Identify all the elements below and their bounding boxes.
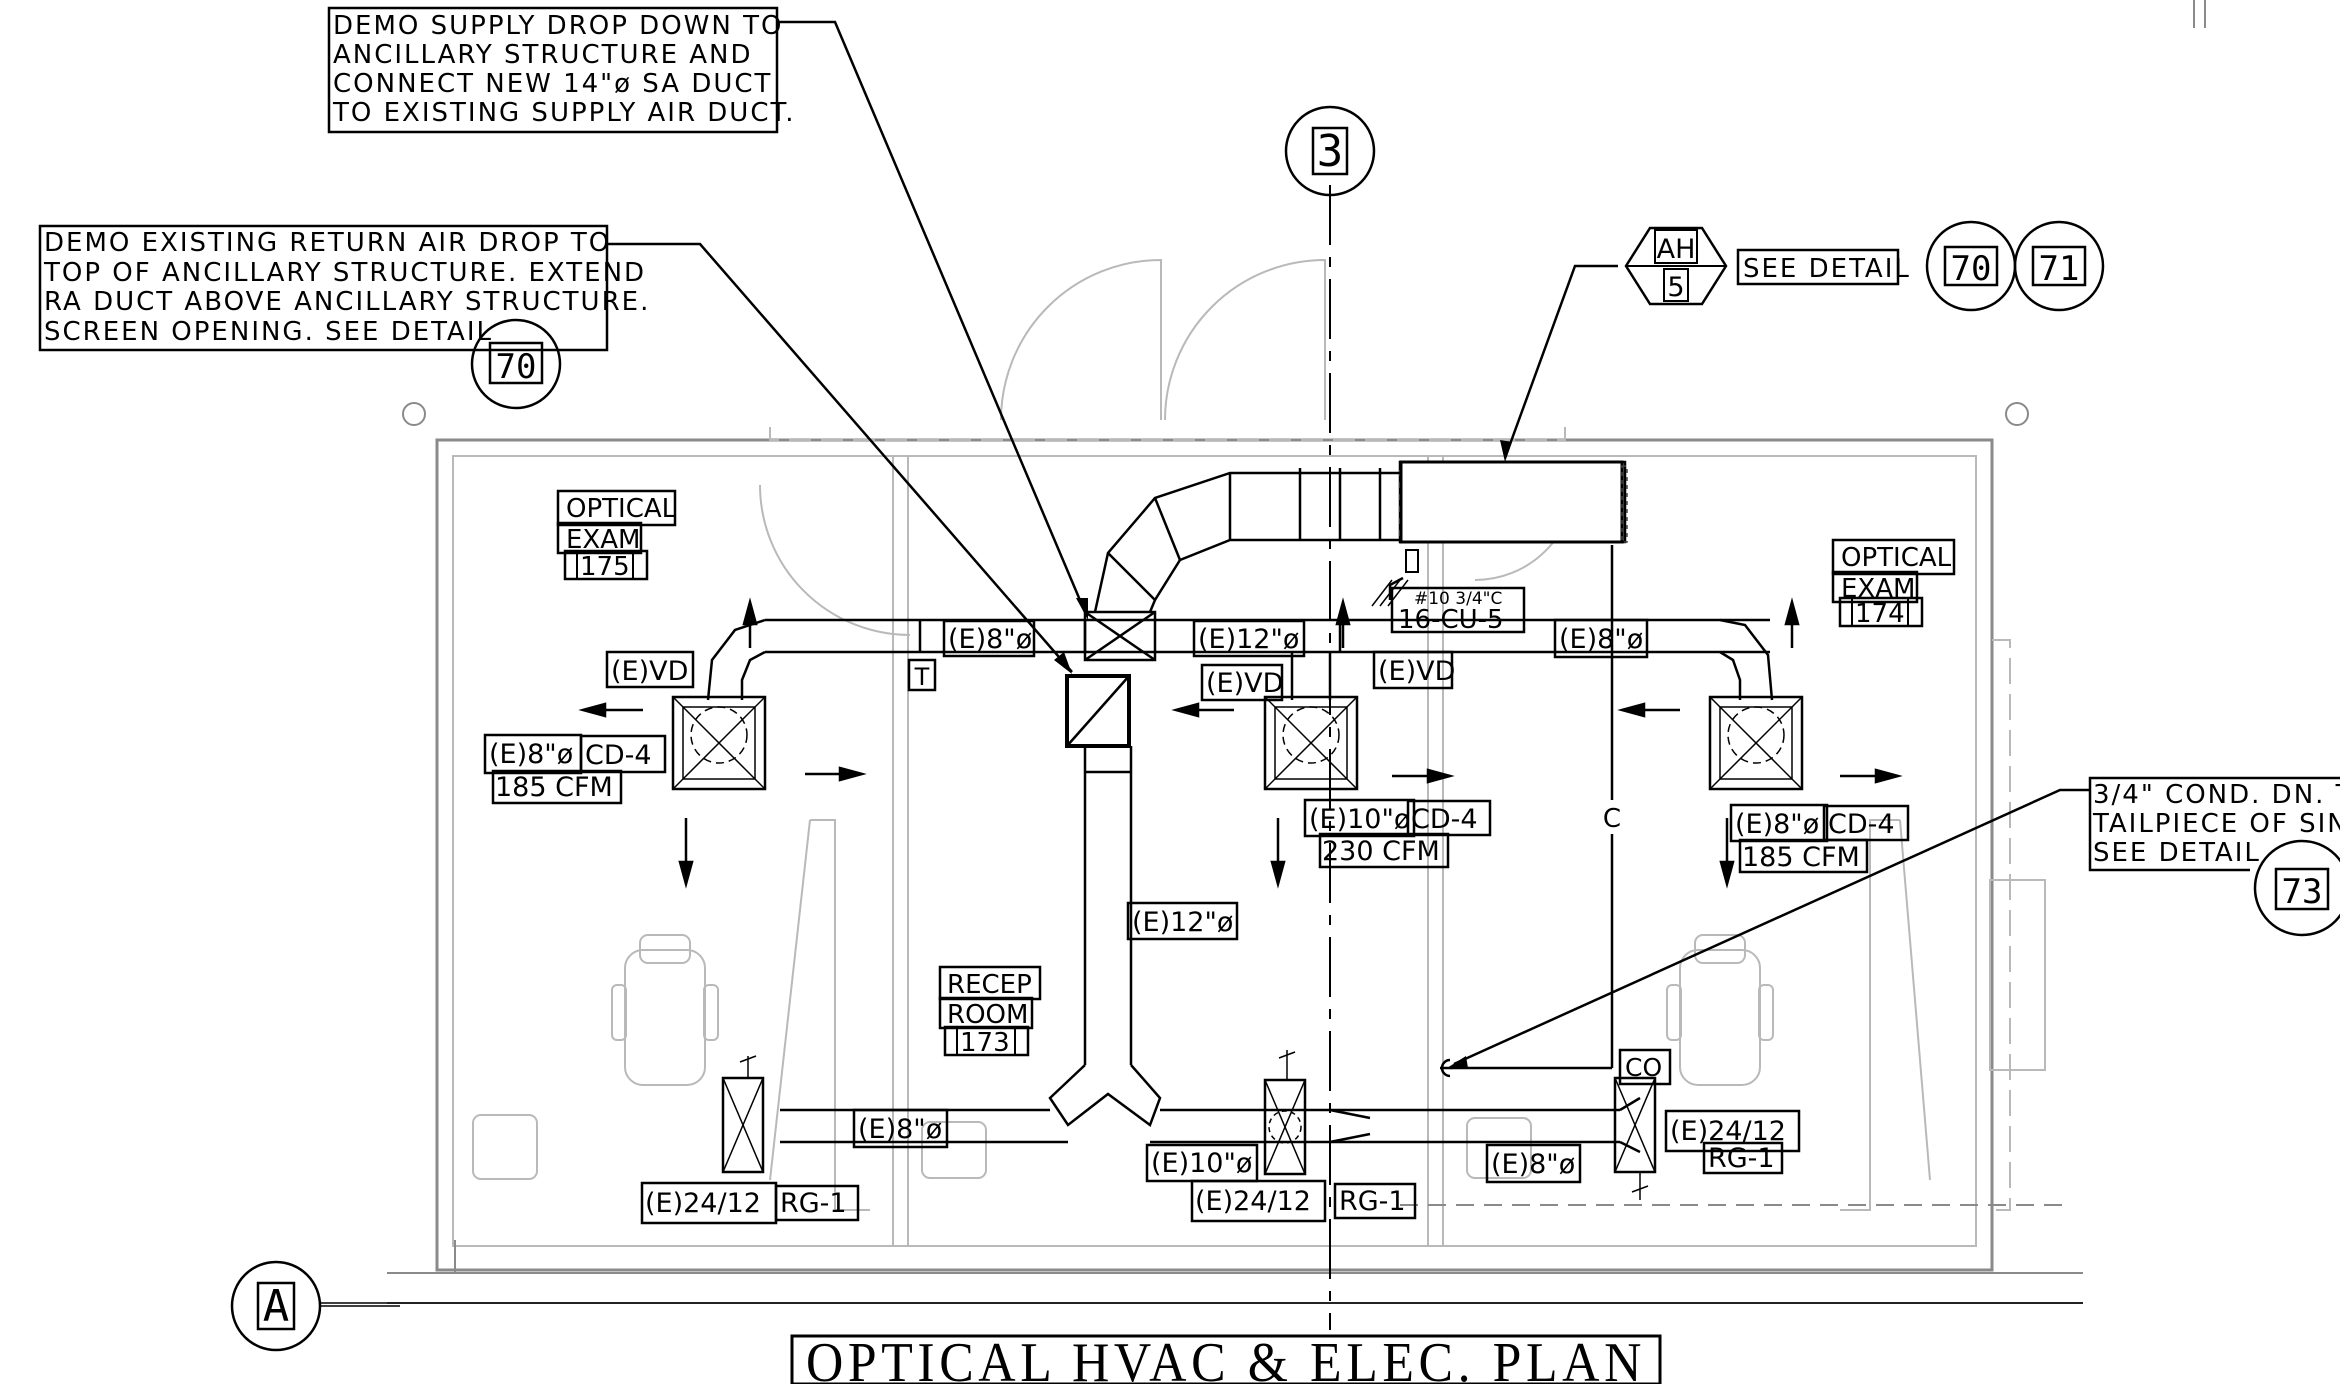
ah-tag-label: AH	[1657, 234, 1696, 265]
detail-ref-70-b: 70	[1951, 249, 1992, 289]
note-supply-drop: DEMO SUPPLY DROP DOWN TO ANCILLARY STRUC…	[327, 6, 796, 134]
duct-tags: (E)8"ø (E)12"ø (E)8"ø (E)VD (E)VD (E)VD …	[605, 618, 1672, 1184]
architectural-background	[387, 258, 2083, 1304]
leader-arrowheads	[1054, 440, 1512, 1068]
diffuser-tag-center: (E)10"ø CD-4 230 CFM	[1303, 798, 1492, 869]
room-173-number: 173	[960, 1028, 1010, 1058]
grille-right	[1613, 1076, 1657, 1200]
tag-center-12: (E)12"ø	[1132, 907, 1233, 938]
grid-lines	[320, 185, 2083, 1330]
sheet-title: OPTICAL HVAC & ELEC. PLAN	[790, 1332, 1662, 1384]
grille-left-type: RG-1	[780, 1188, 847, 1219]
grille-tag-left: (E)24/12 RG-1	[640, 1181, 860, 1225]
diffuser-left-type: CD-4	[585, 740, 652, 771]
diffuser-center-size: (E)10"ø	[1309, 804, 1410, 835]
note-condensate-line-2: TAILPIECE OF SINK	[2092, 809, 2340, 839]
leader-lines	[607, 20, 2090, 1066]
detail-ref-71: 71	[2039, 249, 2080, 289]
diffuser-right-size: (E)8"ø	[1735, 809, 1819, 840]
diffuser-left	[671, 695, 767, 791]
room-173-name-1: RECEP	[947, 970, 1032, 1000]
air-handler-tag: AH 5 SEE DETAIL 70 71 #10 3/4"C 16-CU-5	[1390, 220, 2105, 635]
diffuser-tag-right: (E)8"ø CD-4 185 CFM	[1729, 803, 1910, 874]
note-condensate: 3/4" COND. DN. T TAILPIECE OF SINK SEE D…	[2088, 776, 2340, 937]
diffuser-center-type: CD-4	[1411, 804, 1478, 835]
ceiling-diffusers	[671, 695, 1804, 791]
room-tag-174: OPTICAL EXAM 174	[1831, 538, 1956, 629]
room-175-number: 175	[580, 552, 630, 582]
grille-center	[1263, 1050, 1307, 1176]
note-return-drop-line-1: DEMO EXISTING RETURN AIR DROP TO	[44, 228, 611, 258]
note-supply-drop-line-3: CONNECT NEW 14"ø SA DUCT	[333, 69, 772, 99]
diffuser-left-cfm: 185 CFM	[495, 772, 613, 803]
cond-line-label: C	[1603, 804, 1621, 834]
tag-return-left-8: (E)8"ø	[858, 1114, 942, 1145]
grille-center-type: RG-1	[1339, 1186, 1406, 1217]
detail-ref-73: 73	[2282, 872, 2323, 912]
grille-left-size: (E)24/12	[645, 1188, 761, 1219]
sheet-title-label: OPTICAL HVAC & ELEC. PLAN	[806, 1332, 1646, 1384]
tag-left-8: (E)8"ø	[948, 624, 1032, 655]
room-174-number: 174	[1855, 599, 1905, 629]
note-supply-drop-line-4: TO EXISTING SUPPLY AIR DUCT.	[332, 98, 796, 128]
room-174-name-1: OPTICAL	[1841, 543, 1952, 573]
detail-ref-70-a: 70	[496, 347, 537, 387]
diffuser-right	[1708, 695, 1804, 791]
diffuser-center	[1263, 695, 1359, 791]
diffuser-right-type: CD-4	[1828, 809, 1895, 840]
tag-right-8: (E)8"ø	[1559, 624, 1643, 655]
airflow-arrows	[578, 597, 1903, 889]
room-tag-173: RECEP ROOM 173	[938, 965, 1042, 1058]
grid-bubble-3: 3	[1284, 105, 1376, 197]
diffuser-left-size: (E)8"ø	[489, 739, 573, 770]
diffuser-tag-left: (E)8"ø CD-4 185 CFM	[483, 733, 667, 805]
note-return-drop-line-2: TOP OF ANCILLARY STRUCTURE. EXTEND	[43, 258, 646, 288]
note-return-drop: DEMO EXISTING RETURN AIR DROP TO TOP OF …	[38, 224, 650, 410]
grille-tag-right: (E)24/12 RG-1	[1664, 1109, 1801, 1175]
tag-vd-center: (E)VD	[1206, 668, 1283, 699]
grid-bubble-3-label: 3	[1317, 126, 1344, 177]
grid-bubble-a: A	[230, 1260, 400, 1352]
note-supply-drop-line-2: ANCILLARY STRUCTURE AND	[333, 40, 753, 70]
diffuser-right-cfm: 185 CFM	[1742, 842, 1860, 873]
note-condensate-line-1: 3/4" COND. DN. T	[2093, 780, 2340, 810]
thermostat-label: T	[914, 663, 930, 691]
tag-vd-left: (E)VD	[611, 656, 688, 687]
tag-main-12: (E)12"ø	[1198, 624, 1299, 655]
note-supply-drop-line-1: DEMO SUPPLY DROP DOWN TO	[333, 11, 783, 41]
cleanout-label: CO	[1625, 1053, 1662, 1082]
room-175-name-1: OPTICAL	[566, 494, 677, 524]
tag-vd-right: (E)VD	[1378, 656, 1455, 687]
return-grilles	[721, 1050, 1657, 1200]
grille-right-type: RG-1	[1708, 1143, 1775, 1174]
diffuser-center-cfm: 230 CFM	[1322, 836, 1440, 867]
grid-bubble-a-label: A	[263, 1281, 290, 1332]
grille-center-size: (E)24/12	[1195, 1186, 1311, 1217]
ah-tag-number: 5	[1667, 272, 1684, 303]
grille-left	[721, 1055, 765, 1174]
edge-marks	[2193, 0, 2206, 28]
tag-return-right-8: (E)8"ø	[1491, 1149, 1575, 1180]
room-tag-175: OPTICAL EXAM 175	[556, 489, 677, 582]
grille-tag-center: (E)24/12 RG-1	[1190, 1179, 1417, 1223]
note-return-drop-line-4: SCREEN OPENING. SEE DETAIL	[44, 317, 493, 347]
room-173-name-2: ROOM	[947, 1000, 1028, 1030]
see-detail-label: SEE DETAIL	[1743, 254, 1911, 284]
note-return-drop-line-3: RA DUCT ABOVE ANCILLARY STRUCTURE.	[44, 287, 650, 317]
tag-return-center-10: (E)10"ø	[1151, 1148, 1252, 1179]
circuit-label: #10 3/4"C	[1414, 589, 1502, 609]
note-condensate-line-3: SEE DETAIL	[2093, 838, 2261, 868]
circuit-ref-label: 16-CU-5	[1398, 605, 1504, 635]
